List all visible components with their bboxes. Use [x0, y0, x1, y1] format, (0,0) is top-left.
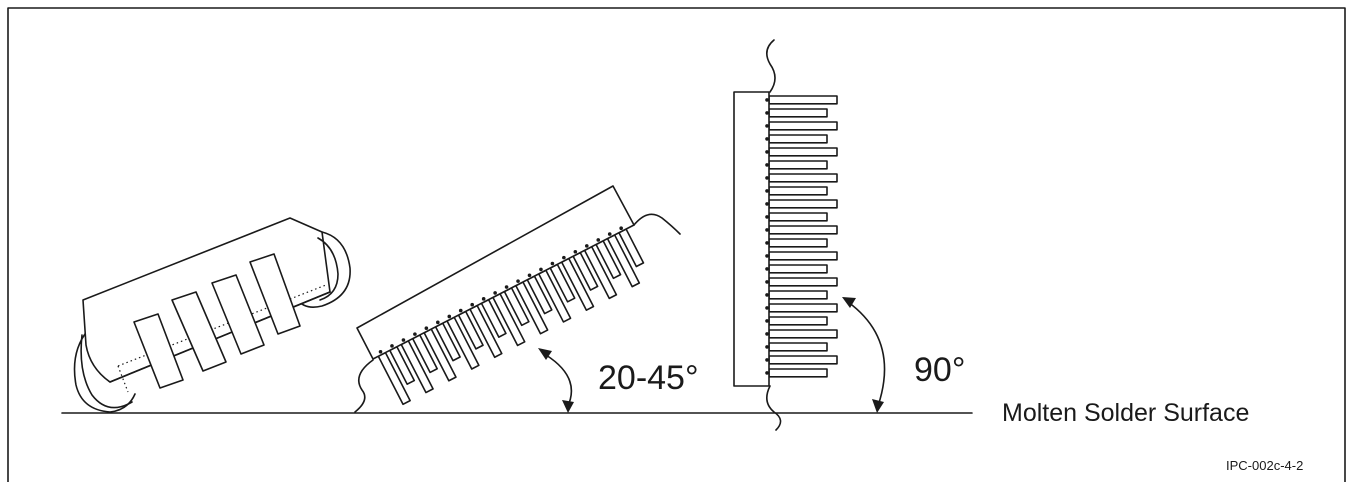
figure-frame	[7, 7, 1346, 482]
soic-lead	[249, 253, 301, 335]
vertical-angle-arrowhead-top	[842, 297, 856, 308]
vertical-contact-dot	[765, 319, 769, 323]
vertical-contact-dot	[765, 293, 769, 297]
vertical-contact-dot	[765, 358, 769, 362]
vertical-finger	[768, 329, 838, 339]
vertical-angle-arc	[847, 301, 886, 407]
tilted-contact-dot	[607, 232, 612, 236]
vertical-contact-dot	[765, 202, 769, 206]
vertical-break-bottom	[766, 385, 782, 431]
vertical-contact-dot	[765, 254, 769, 258]
tilted-contact-dot	[493, 291, 497, 295]
vertical-contact-dot	[765, 332, 769, 336]
tilted-contact-dot	[481, 297, 486, 301]
vertical-connector-body	[733, 91, 770, 387]
tilted-contact-dot	[516, 279, 520, 283]
soic-lead	[211, 274, 265, 355]
tilted-contact-dot	[596, 238, 601, 242]
tilted-contact-dot	[584, 244, 589, 248]
vertical-finger	[768, 342, 828, 352]
tilted-contact-dot	[504, 285, 509, 289]
vertical-contact-dot	[765, 280, 769, 284]
tilted-break-left	[354, 359, 374, 413]
vertical-finger	[768, 147, 838, 157]
tilted-contact-dot	[573, 249, 578, 254]
vertical-finger	[768, 355, 838, 365]
vertical-finger	[768, 95, 838, 105]
vertical-finger	[768, 212, 828, 222]
tilted-contact-dot	[550, 261, 555, 266]
soic-lead	[133, 313, 184, 389]
angle-label-tilted: 20-45°	[598, 359, 699, 397]
vertical-finger	[768, 290, 828, 300]
vertical-contact-dot	[765, 241, 769, 245]
tilted-contact-dot	[413, 332, 417, 336]
vertical-finger	[768, 368, 828, 378]
tilted-contact-dot	[390, 344, 394, 348]
tilted-connector-body	[356, 185, 635, 360]
surface-label: Molten Solder Surface	[1002, 399, 1249, 427]
vertical-contact-dot	[765, 228, 769, 232]
vertical-contact-dot	[765, 150, 769, 154]
vertical-finger	[768, 186, 828, 196]
vertical-finger	[768, 199, 838, 209]
tilted-connector	[354, 185, 681, 413]
vertical-finger	[768, 173, 838, 183]
soic-lead	[171, 291, 227, 372]
vertical-finger	[768, 238, 828, 248]
vertical-contact-dot	[765, 215, 769, 219]
vertical-finger	[768, 251, 838, 261]
tilted-contact-dot	[424, 326, 429, 331]
vertical-contact-dot	[765, 176, 769, 180]
vertical-finger	[768, 316, 828, 326]
vertical-contact-dot	[765, 163, 769, 167]
vertical-angle-arrowhead-bottom	[872, 399, 884, 413]
tilted-contact-dot	[378, 349, 383, 354]
tilted-contact-dot	[401, 338, 406, 342]
vertical-finger	[768, 225, 838, 235]
vertical-contact-dot	[765, 124, 769, 128]
tilted-contact-dot	[619, 226, 623, 231]
vertical-contact-dot	[765, 189, 769, 193]
vertical-finger	[768, 264, 828, 274]
tilted-angle-arrowhead-top	[538, 348, 552, 360]
tilted-contact-dot	[539, 267, 543, 272]
vertical-finger	[768, 108, 828, 118]
vertical-finger	[768, 160, 828, 170]
soic-hidden-edge-2	[117, 365, 129, 393]
vertical-finger	[768, 134, 828, 144]
vertical-contact-dot	[765, 345, 769, 349]
tilted-contact-dot	[562, 255, 566, 260]
vertical-contact-dot	[765, 306, 769, 310]
vertical-contact-dot	[765, 371, 769, 375]
soic-component	[73, 217, 351, 413]
angle-label-vertical: 90°	[914, 351, 965, 389]
tilted-contact-dot	[436, 320, 440, 325]
tilted-contact-dot	[447, 314, 452, 319]
soic-wire-inner-right	[317, 237, 339, 301]
vertical-contact-dot	[765, 267, 769, 271]
vertical-connector	[733, 39, 886, 431]
figure-id-label: IPC-002c-4-2	[1226, 458, 1303, 473]
soic-wire-inner-left	[80, 334, 133, 409]
tilted-contact-dot	[458, 308, 463, 313]
vertical-finger	[768, 277, 838, 287]
vertical-contact-dot	[765, 98, 769, 102]
vertical-break-top	[766, 39, 776, 93]
soic-wire-loop-left	[73, 329, 136, 413]
vertical-contact-dot	[765, 111, 769, 115]
tilted-angle-arc	[545, 354, 573, 409]
tilted-break-right	[633, 213, 681, 235]
vertical-contact-dot	[765, 137, 769, 141]
soic-wire-loop-right	[297, 231, 351, 308]
vertical-finger	[768, 303, 838, 313]
tilted-contact-dot	[527, 273, 532, 278]
tilted-contact-dot	[470, 302, 475, 307]
tilted-angle-arrowhead-bottom	[562, 400, 574, 413]
vertical-finger	[768, 121, 838, 131]
